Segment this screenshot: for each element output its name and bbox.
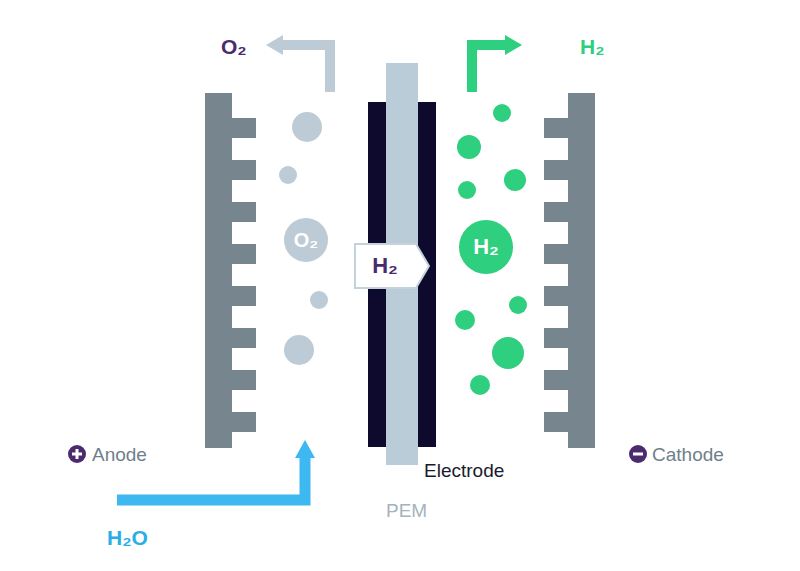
gas-label: H₂ xyxy=(580,36,605,57)
proton-arrow: H₂ xyxy=(354,243,430,289)
plus-icon xyxy=(68,445,86,463)
part-label: Electrode xyxy=(424,461,504,480)
node-text: H₂ xyxy=(372,255,398,277)
part-label: PEM xyxy=(386,501,427,520)
anode-plate xyxy=(205,93,256,448)
minus-icon xyxy=(629,445,647,463)
oxygen-bubble: O₂ xyxy=(284,218,328,262)
oxygen-outlet-arrow xyxy=(266,35,330,92)
terminal-label: Cathode xyxy=(652,445,724,464)
node-text: O₂ xyxy=(294,230,318,250)
inlet-label: H₂O xyxy=(107,527,148,548)
oxygen-bubbles xyxy=(279,112,328,365)
hydrogen-outlet-arrow xyxy=(472,35,522,92)
node-text: H₂ xyxy=(473,236,499,258)
gas-label: O₂ xyxy=(221,36,247,57)
hydrogen-bubbles xyxy=(455,104,527,395)
terminal-label: Anode xyxy=(92,445,147,464)
hydrogen-bubble: H₂ xyxy=(459,220,513,274)
cathode-plate xyxy=(544,93,595,448)
